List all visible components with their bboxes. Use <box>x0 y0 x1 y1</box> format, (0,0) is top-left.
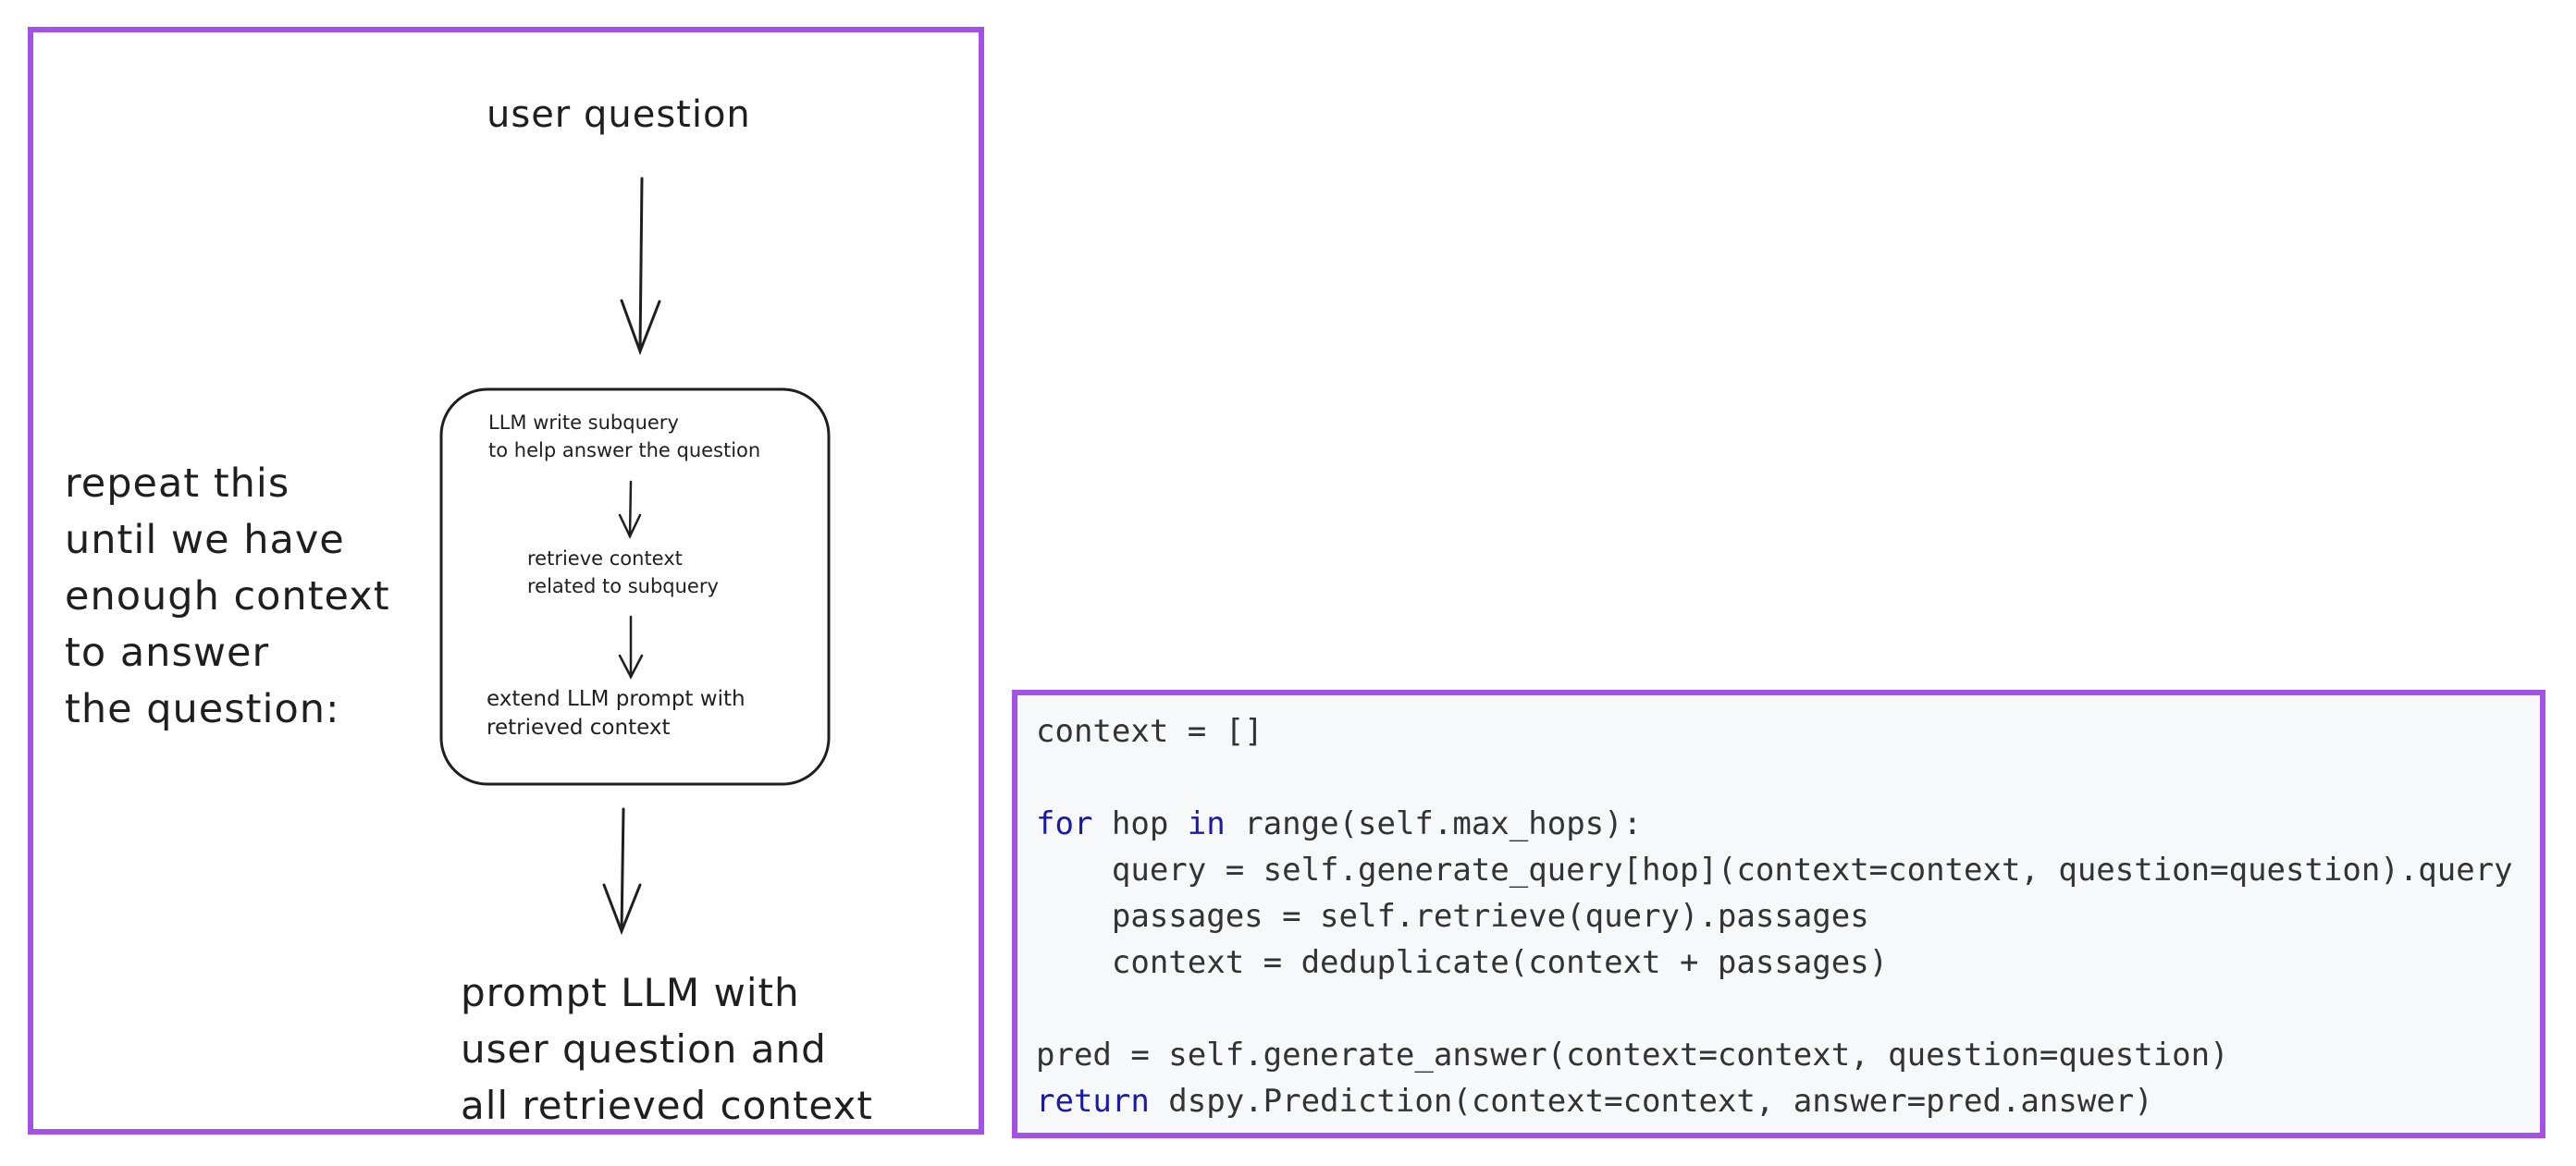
keyword-for: for <box>1036 805 1093 842</box>
diagram-panel: user question repeat this until we have … <box>28 27 984 1135</box>
keyword-return: return <box>1036 1083 1150 1120</box>
code-line-8: pred = self.generate_answer(context=cont… <box>1036 1037 2229 1074</box>
code-line-3: for hop in range(self.max_hops): <box>1036 801 2513 847</box>
code-line-2 <box>1036 755 2513 801</box>
step-extend-prompt: extend LLM prompt with retrieved context <box>487 687 746 740</box>
loop-box <box>439 387 831 786</box>
arrow-subquery-to-retrieve <box>618 480 642 539</box>
code-line-3-part-b: range(self.max_hops): <box>1225 805 1643 842</box>
code-line-7 <box>1036 986 2513 1032</box>
code-line-9-rest: dspy.Prediction(context=context, answer=… <box>1149 1083 2153 1120</box>
code-line-1: context = [] <box>1036 713 1263 750</box>
arrow-loop-to-final <box>602 807 642 936</box>
flow-diagram-svg <box>439 177 831 936</box>
keyword-in: in <box>1187 805 1226 842</box>
code-line-9: return dspy.Prediction(context=context, … <box>1036 1078 2513 1124</box>
step-retrieve-context: retrieve context related to subquery <box>527 547 719 597</box>
code-panel: context = [] for hop in range(self.max_h… <box>1012 690 2545 1138</box>
code-block: context = [] for hop in range(self.max_h… <box>1036 708 2513 1124</box>
loop-note: repeat this until we have enough context… <box>65 460 390 732</box>
code-line-4: query = self.generate_query[hop](context… <box>1036 852 2513 889</box>
user-question-label: user question <box>487 93 751 136</box>
step-write-subquery: LLM write subquery to help answer the qu… <box>488 411 761 461</box>
code-line-3-part-a: hop <box>1092 805 1188 842</box>
arrow-retrieve-to-extend <box>618 615 644 680</box>
final-prompt-label: prompt LLM with user question and all re… <box>461 970 873 1128</box>
arrow-question-to-loop <box>620 177 661 356</box>
code-line-5: passages = self.retrieve(query).passages <box>1036 898 1869 935</box>
code-line-6: context = deduplicate(context + passages… <box>1036 944 1889 981</box>
